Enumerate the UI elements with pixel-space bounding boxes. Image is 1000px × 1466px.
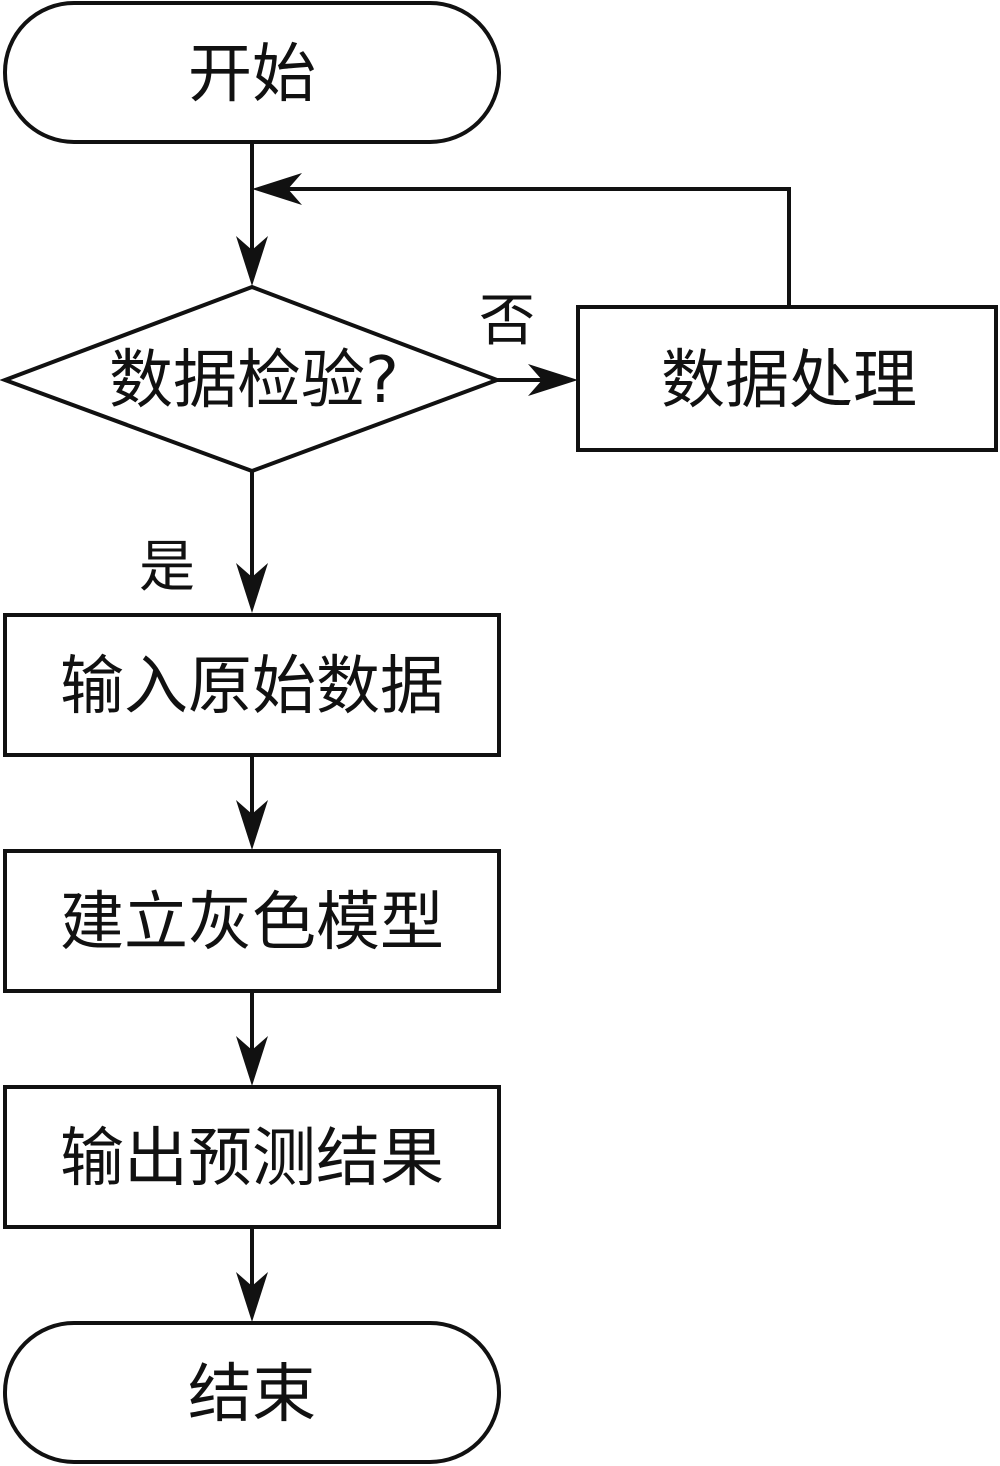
output-result-label: 输出预测结果: [60, 1122, 444, 1196]
end-node: 结束: [3, 1321, 501, 1464]
decision-node: 数据检验?: [0, 284, 503, 474]
arrowhead-process: [528, 364, 578, 396]
arrowhead-loop-back: [252, 173, 302, 205]
branch-label-no: 否: [479, 289, 535, 354]
arrowhead-output: [236, 1036, 268, 1086]
build-model-label: 建立灰色模型: [60, 886, 444, 960]
arrowhead-input: [236, 563, 268, 613]
input-data-label: 输入原始数据: [60, 650, 444, 724]
start-label: 开始: [188, 38, 316, 112]
arrowhead-decision: [236, 236, 268, 286]
end-label: 结束: [188, 1358, 316, 1432]
decision-label: 数据检验?: [109, 344, 399, 418]
output-result-box: [3, 1085, 501, 1229]
output-result-node: 输出预测结果: [3, 1085, 501, 1229]
branch-label-yes: 是: [139, 535, 195, 600]
build-model-node: 建立灰色模型: [3, 849, 501, 993]
arrowhead-model: [236, 800, 268, 850]
start-node: 开始: [3, 1, 501, 144]
end-terminal-shape: [3, 1321, 501, 1464]
process-data-node: 数据处理: [576, 305, 998, 452]
connector-loop-back: [275, 187, 791, 307]
input-data-node: 输入原始数据: [3, 613, 501, 757]
process-data-label: 数据处理: [661, 344, 917, 418]
arrowhead-end: [236, 1272, 268, 1322]
build-model-box: [3, 849, 501, 993]
process-data-box: [576, 305, 998, 452]
